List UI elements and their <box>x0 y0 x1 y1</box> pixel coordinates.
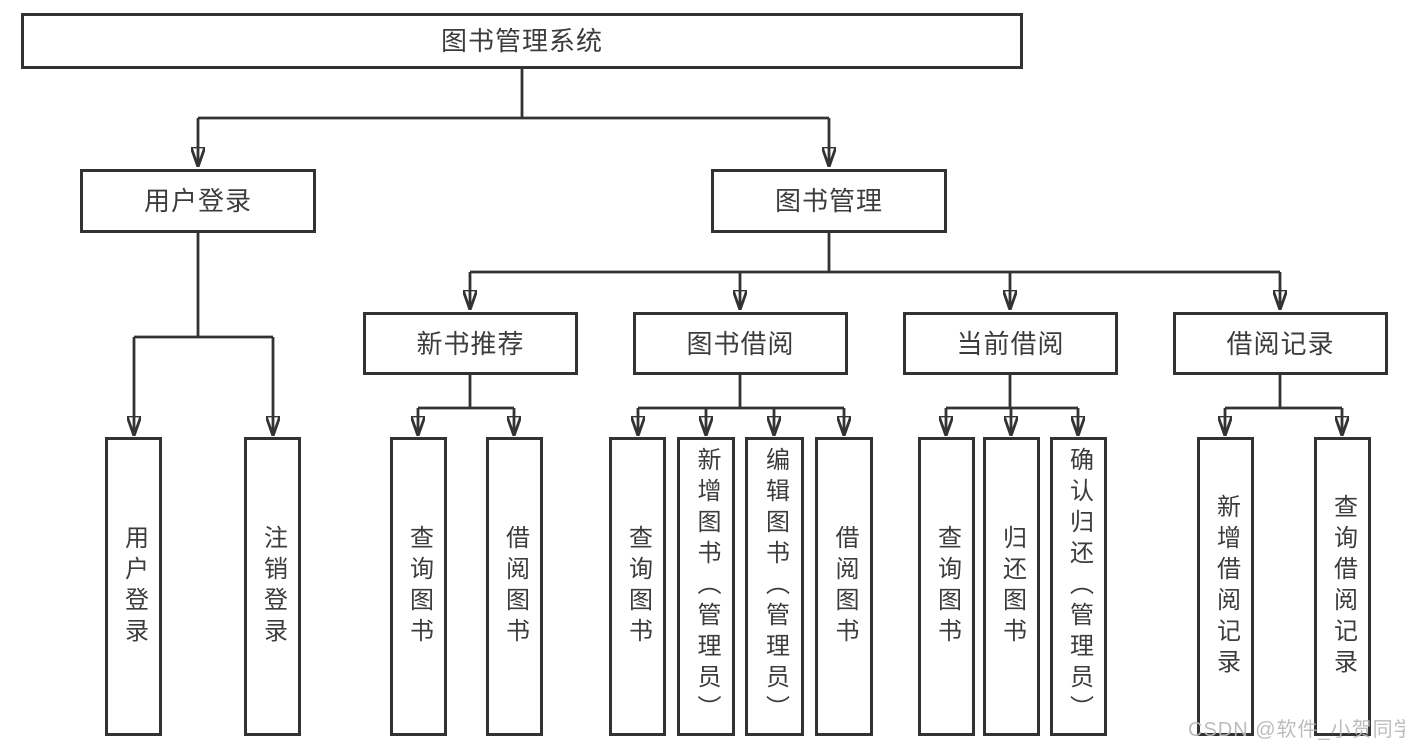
connector-borrow-record-to-leaves <box>1225 375 1342 435</box>
leaf-query-books-current: 查询图书 <box>918 437 975 736</box>
connector-root-to-level2 <box>198 69 829 166</box>
leaf-confirm-return-admin: 确认归还（管理员） <box>1050 437 1107 736</box>
leaf-query-books-recommend: 查询图书 <box>390 437 447 736</box>
connector-book-borrow-to-leaves <box>638 375 844 435</box>
csdn-watermark: CSDN @软件_小贺同学 <box>1188 719 1405 741</box>
leaf-user-login: 用户登录 <box>105 437 162 736</box>
node-new-book-recommend: 新书推荐 <box>363 312 578 375</box>
node-borrow-record: 借阅记录 <box>1173 312 1388 375</box>
node-current-borrow: 当前借阅 <box>903 312 1118 375</box>
connector-current-borrow-to-leaves <box>946 375 1078 435</box>
leaf-edit-books-admin: 编辑图书（管理员） <box>745 437 804 736</box>
node-book-management: 图书管理 <box>711 169 947 233</box>
node-root-system: 图书管理系统 <box>21 13 1023 69</box>
leaf-add-books-admin: 新增图书（管理员） <box>677 437 735 736</box>
leaf-query-borrow-record: 查询借阅记录 <box>1314 437 1371 736</box>
leaf-query-books: 查询图书 <box>609 437 666 736</box>
connector-new-book-rec-to-leaves <box>418 375 514 435</box>
leaf-logout: 注销登录 <box>244 437 301 736</box>
node-book-borrow: 图书借阅 <box>633 312 848 375</box>
leaf-return-books: 归还图书 <box>983 437 1040 736</box>
leaf-borrow-books: 借阅图书 <box>815 437 873 736</box>
node-user-login: 用户登录 <box>80 169 316 233</box>
connector-book-mgmt-to-level3 <box>470 233 1280 309</box>
connector-user-login-to-leaves <box>134 233 273 435</box>
leaf-borrow-books-recommend: 借阅图书 <box>486 437 543 736</box>
leaf-add-borrow-record: 新增借阅记录 <box>1197 437 1254 736</box>
